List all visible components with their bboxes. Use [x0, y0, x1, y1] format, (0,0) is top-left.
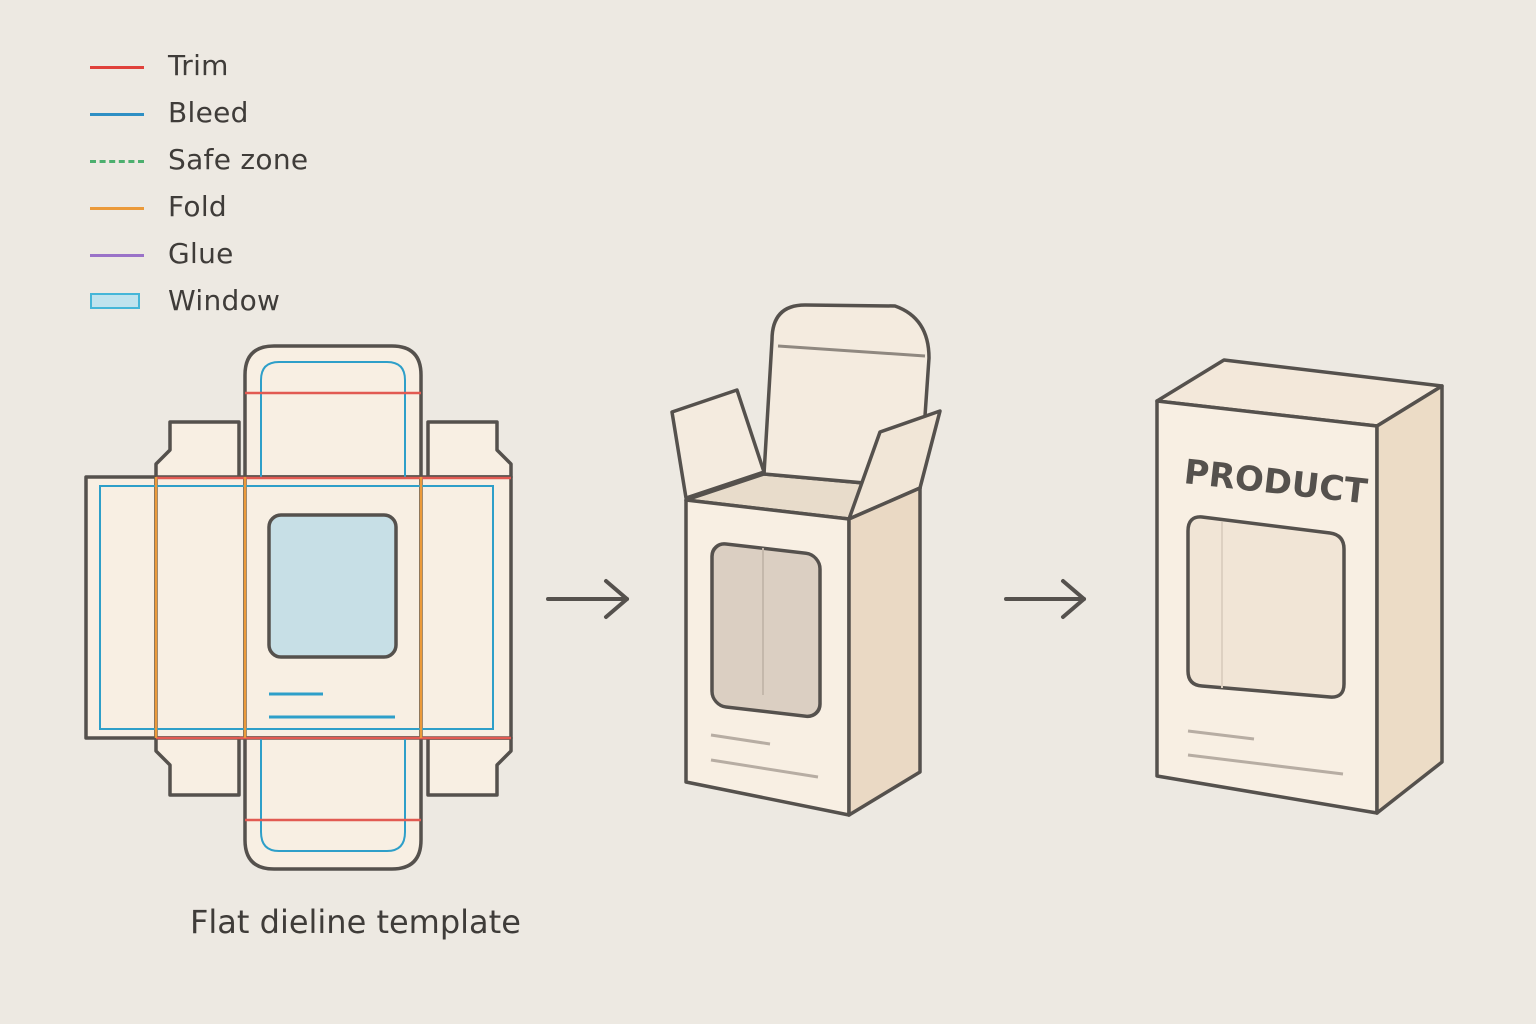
open-box	[670, 303, 942, 817]
legend-item-safe-zone: Safe zone	[90, 140, 410, 187]
legend-label: Safe zone	[168, 143, 309, 176]
lower-left-flap	[154, 736, 241, 797]
open-left-flap	[670, 388, 766, 500]
closed-box-side	[1375, 384, 1444, 815]
legend-label: Trim	[168, 49, 229, 82]
closed-box	[1155, 358, 1444, 815]
left-inner-panel	[154, 475, 247, 740]
arrow-right-icon	[1004, 579, 1086, 619]
window-swatch	[90, 293, 140, 309]
legend-label: Glue	[168, 237, 234, 270]
legend: Trim Bleed Safe zone Fold Glue Window	[90, 46, 410, 328]
legend-item-trim: Trim	[90, 46, 410, 93]
closed-box-window	[1186, 515, 1346, 699]
open-box-side	[847, 486, 922, 817]
trim-lines	[156, 391, 511, 822]
legend-item-window: Window	[90, 281, 410, 328]
upper-left-flap	[154, 420, 241, 479]
glue-swatch	[90, 254, 144, 257]
legend-label: Window	[168, 284, 281, 317]
right-side-panel	[419, 475, 513, 740]
safe-zone-swatch	[90, 160, 144, 163]
bleed-swatch	[90, 113, 144, 116]
bleed-lines	[99, 361, 494, 852]
caption: Flat dieline template	[190, 903, 521, 941]
trim-swatch	[90, 66, 144, 69]
legend-item-glue: Glue	[90, 234, 410, 281]
legend-label: Bleed	[168, 96, 249, 129]
open-box-window	[710, 542, 822, 719]
legend-item-fold: Fold	[90, 187, 410, 234]
fold-swatch	[90, 207, 144, 210]
top-tuck-flap	[243, 344, 423, 479]
fold-lines	[154, 477, 423, 738]
legend-label: Fold	[168, 190, 227, 223]
bottom-tuck-flap	[243, 736, 423, 871]
arrow-right-icon	[546, 579, 629, 619]
left-side-panel	[84, 475, 158, 740]
upper-right-flap	[426, 420, 513, 479]
window-cutout	[267, 513, 398, 659]
legend-item-bleed: Bleed	[90, 93, 410, 140]
lower-right-flap	[426, 736, 513, 797]
